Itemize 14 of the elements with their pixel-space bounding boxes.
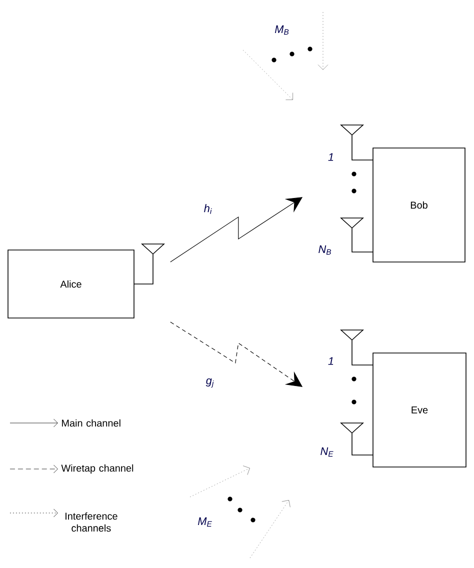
- legend-text: Main channel: [62, 419, 120, 427]
- legend-text: Wiretap channel: [61, 464, 134, 474]
- channel-count: M$_{B}$: [274, 25, 289, 35]
- antenna-index: N$_{E}$: [320, 447, 334, 457]
- antenna-index: 1: [328, 153, 334, 161]
- antenna-index: 1: [328, 357, 334, 365]
- antenna-index: N$_{B}$: [318, 245, 331, 255]
- legend-text: Interference channels: [66, 512, 118, 532]
- channel-count: M$_{E}$: [198, 517, 212, 527]
- edge-label: h$_{i}$: [202, 203, 214, 215]
- station-box: Bob: [372, 148, 466, 262]
- station-box: Eve: [372, 352, 466, 468]
- station-box: Alice: [8, 250, 134, 318]
- edge-label: g$_{j}$: [204, 377, 216, 389]
